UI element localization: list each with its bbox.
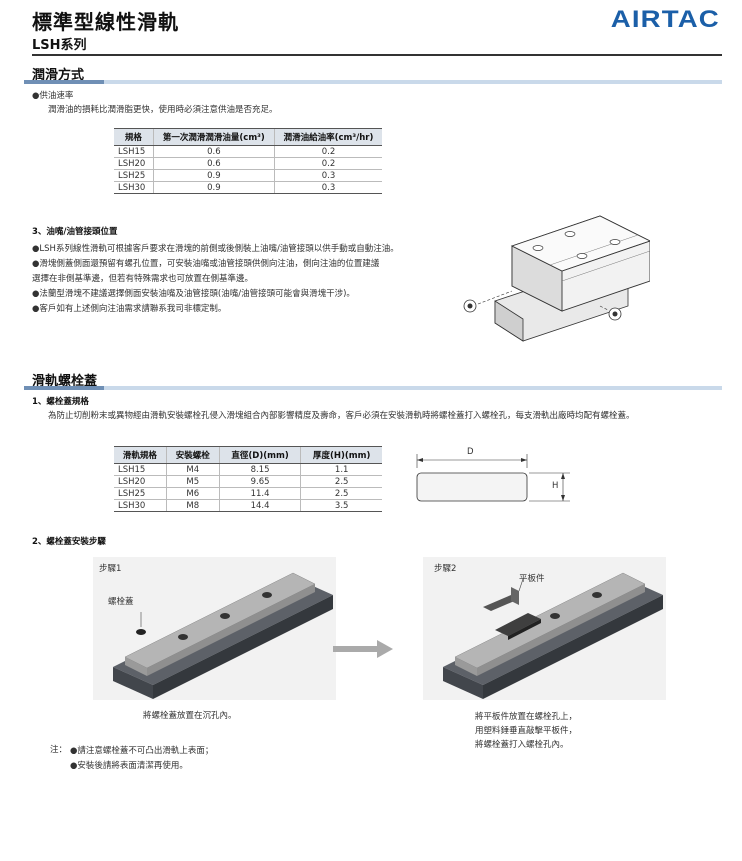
bolt-cap-dimension-drawing [416, 454, 570, 502]
table-row: LSH15 0.6 0.2 [114, 145, 382, 158]
nozzle-note: ●滑塊側蓋側面還預留有螺孔位置，可安裝油嘴或油管接頭供側向注油，側向注油的位置建… [32, 259, 380, 269]
nozzle-heading: 3、油嘴/油管接頭位置 [32, 227, 118, 237]
table-row: LSH20 0.6 0.2 [114, 157, 382, 170]
cap-spec-heading: 1、螺栓蓋規格 [32, 397, 89, 407]
bolt-cap-table: 滑軌規格 安裝螺栓 直徑(D)(mm) 厚度(H)(mm) LSH15 M4 8… [114, 446, 382, 512]
table-cell: 2.5 [300, 475, 382, 488]
table-cell: LSH20 [114, 475, 167, 488]
table-row: LSH20 M5 9.65 2.5 [114, 475, 382, 488]
page-title: 標準型線性滑軌 [32, 10, 179, 34]
table-header: 直徑(D)(mm) [218, 446, 301, 464]
step2-caption-line: 用塑料錘垂直敲擊平板件， [475, 726, 578, 736]
section-divider [24, 80, 722, 84]
step2-illustration [443, 572, 663, 699]
table-cell: 0.2 [274, 157, 382, 170]
table-cell: 8.15 [218, 463, 301, 476]
series-subtitle: LSH系列 [32, 38, 87, 53]
table-header: 第一次潤滑潤滑油量(cm³) [152, 128, 275, 146]
table-row: LSH30 M8 14.4 3.5 [114, 499, 382, 512]
table-row: LSH15 M4 8.15 1.1 [114, 463, 382, 476]
step1-illustration [113, 572, 333, 699]
table-header: 安裝螺栓 [165, 446, 220, 464]
table-header-row: 規格 第一次潤滑潤滑油量(cm³) 潤滑油給油率(cm³/hr) [114, 128, 382, 146]
nozzle-note: 選擇在非側基準邊，但若有特殊需求也可放置在側基準邊。 [32, 274, 254, 284]
arrow-right-icon [333, 640, 393, 658]
table-cell: 1.1 [300, 463, 382, 476]
table-row: LSH25 M6 11.4 2.5 [114, 487, 382, 500]
step2-label: 步驟2 [434, 564, 457, 574]
table-cell: LSH15 [114, 145, 154, 158]
table-cell: M6 [165, 487, 220, 500]
nozzle-note: ●法蘭型滑塊不建議選擇側面安裝油嘴及油管接頭(油嘴/油管接頭可能會與滑塊干涉)。 [32, 289, 355, 299]
table-cell: 0.3 [274, 169, 382, 182]
step2-part-label: 平板件 [519, 574, 545, 584]
table-cell: LSH15 [114, 463, 167, 476]
table-cell: 11.4 [218, 487, 301, 500]
table-cell: 0.3 [274, 181, 382, 194]
lubrication-table: 規格 第一次潤滑潤滑油量(cm³) 潤滑油給油率(cm³/hr) LSH15 0… [114, 128, 382, 194]
table-cell: LSH25 [114, 169, 154, 182]
install-heading: 2、螺栓蓋安裝步驟 [32, 537, 106, 547]
table-row: LSH25 0.9 0.3 [114, 169, 382, 182]
note-label: 注： [50, 745, 68, 755]
step1-label: 步驟1 [99, 564, 122, 574]
table-cell: 0.9 [152, 169, 275, 182]
dimension-label-h: H [552, 481, 559, 491]
step2-caption: 將平板件放置在螺栓孔上， 用塑料錘垂直敲擊平板件， 將螺栓蓋打入螺栓孔內。 [475, 710, 577, 752]
table-cell: 3.5 [300, 499, 382, 512]
supply-rate-title: ●供油速率 [32, 91, 74, 101]
header-divider [32, 54, 722, 56]
step1-part-label: 螺栓蓋 [108, 597, 134, 607]
notes-list: ●請注意螺栓蓋不可凸出滑軌上表面； ●安裝後請將表面清潔再使用。 [70, 744, 213, 774]
cap-description: 為防止切削粉末或異物經由滑軌安裝螺栓孔侵入滑塊組合內部影響精度及壽命，客戶必須在… [48, 411, 635, 421]
table-cell: LSH30 [114, 499, 167, 512]
table-row: LSH30 0.9 0.3 [114, 181, 382, 194]
table-cell: M8 [165, 499, 220, 512]
step1-caption: 將螺栓蓋放置在沉孔內。 [143, 711, 237, 721]
table-cell: LSH25 [114, 487, 167, 500]
nozzle-notes: ●LSH系列線性滑軌可根據客戶要求在滑塊的前側或後側裝上油嘴/油管接頭以供手動或… [32, 242, 399, 317]
note-item: ●請注意螺栓蓋不可凸出滑軌上表面； [70, 746, 214, 756]
section-heading-lubrication: 潤滑方式 [32, 68, 85, 83]
section-heading-bolt-cap: 滑軌螺栓蓋 [32, 374, 98, 389]
note-item: ●安裝後請將表面清潔再使用。 [70, 761, 188, 771]
supply-rate-text: 潤滑油的損耗比潤滑脂更快，使用時必須注意供油是否充足。 [48, 105, 278, 115]
table-header: 滑軌規格 [114, 446, 167, 464]
section-divider [24, 386, 722, 390]
slider-block-illustration [463, 215, 650, 342]
table-cell: 0.2 [274, 145, 382, 158]
nozzle-note: ●客戶如有上述側向注油需求請聯系我司非標定制。 [32, 304, 227, 314]
table-cell: 9.65 [218, 475, 301, 488]
table-header: 規格 [114, 128, 154, 146]
table-header: 潤滑油給油率(cm³/hr) [274, 128, 382, 146]
table-cell: 2.5 [300, 487, 382, 500]
table-cell: M5 [165, 475, 220, 488]
table-cell: LSH30 [114, 181, 154, 194]
brand-logo: AIRTAC [610, 6, 720, 33]
table-cell: 0.6 [152, 145, 275, 158]
step2-caption-line: 將平板件放置在螺栓孔上， [475, 712, 578, 722]
table-cell: LSH20 [114, 157, 154, 170]
nozzle-note: ●LSH系列線性滑軌可根據客戶要求在滑塊的前側或後側裝上油嘴/油管接頭以供手動或… [32, 244, 399, 254]
step2-caption-line: 將螺栓蓋打入螺栓孔內。 [475, 740, 569, 750]
table-cell: M4 [165, 463, 220, 476]
table-cell: 0.6 [152, 157, 275, 170]
table-cell: 14.4 [218, 499, 301, 512]
dimension-label-d: D [467, 447, 474, 457]
table-header: 厚度(H)(mm) [300, 446, 382, 464]
table-cell: 0.9 [152, 181, 275, 194]
table-header-row: 滑軌規格 安裝螺栓 直徑(D)(mm) 厚度(H)(mm) [114, 446, 382, 464]
